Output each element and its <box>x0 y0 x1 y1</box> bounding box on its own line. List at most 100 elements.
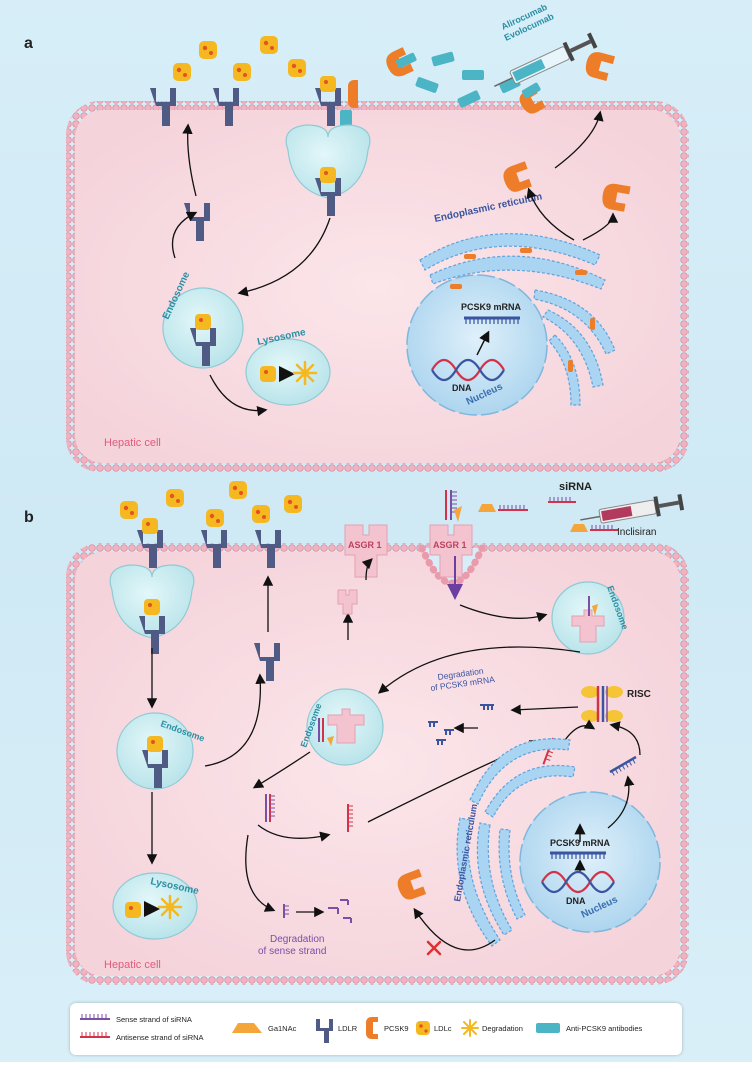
degradation-icon <box>157 894 183 920</box>
arrow <box>209 374 268 417</box>
risc-label: RISC <box>627 689 651 700</box>
ldlc-icon <box>166 489 184 507</box>
pcsk9-icon <box>602 183 631 212</box>
antibody-bound-icon <box>395 52 417 69</box>
galnac-in-endosome <box>592 604 598 616</box>
dna-a-label: DNA <box>452 383 472 393</box>
pcsk9-icon <box>585 52 616 82</box>
dna-helix-b <box>541 870 615 894</box>
sirna-free <box>478 497 618 532</box>
pcsk9-bound-icon <box>348 80 358 108</box>
endoplasmic-reticulum-b <box>456 738 576 947</box>
legend-degradation: Degradation <box>461 1019 523 1037</box>
ldlc-icon <box>288 59 306 77</box>
sirna-galnac-on-asgr <box>445 490 462 522</box>
legend-ldlr: LDLR <box>316 1019 358 1043</box>
ldlc-icon <box>206 509 224 527</box>
panel-b-letter: b <box>24 509 34 526</box>
degradation-icon <box>461 1019 479 1037</box>
ldlc-cluster-a <box>173 36 306 81</box>
legend-antibodies: Anti-PCSK9 antibodies <box>536 1023 643 1033</box>
arrow <box>609 721 641 756</box>
ldlc-cluster-b <box>120 481 302 527</box>
legend-galnac-label: Ga1NAc <box>268 1024 297 1033</box>
dna-helix-a <box>431 358 505 382</box>
ldlc-icon <box>173 63 191 81</box>
ldlc-icon <box>142 518 158 534</box>
invagination-membrane <box>418 544 486 587</box>
antibody-bound-icon <box>340 110 352 128</box>
hepatic-cell-a-body <box>75 110 680 463</box>
ldlc-icon <box>195 314 211 330</box>
pcsk9-icon-blocked <box>397 868 427 900</box>
galnac-in-endosome <box>327 736 334 746</box>
ldlc-icon <box>284 495 302 513</box>
legend-ldlc-label: LDLc <box>434 1024 452 1033</box>
asgr1-in-endosome <box>327 708 365 744</box>
ldlr-receptor <box>142 750 168 788</box>
legend-antibodies-label: Anti-PCSK9 antibodies <box>566 1024 643 1033</box>
panel-b: b Hepatic cell Endosome L <box>24 481 689 985</box>
nucleus-b <box>519 791 661 933</box>
arrow <box>237 217 331 297</box>
ldlc-icon <box>147 736 163 752</box>
ldlc-icon <box>320 76 336 92</box>
ldlc-icon <box>125 902 141 918</box>
legend-galnac: Ga1NAc <box>232 1023 297 1033</box>
legend-sense-label: Sense strand of siRNA <box>116 1015 192 1024</box>
degradation-icon <box>292 360 318 386</box>
asgr1-label: ASGR 1 <box>433 540 467 550</box>
asgr1-receptor-right: ASGR 1 <box>429 524 473 578</box>
panel-a: a Hepatic cell Endosome <box>24 2 689 472</box>
ldlc-icon <box>233 63 251 81</box>
pcsk9-mrna-a <box>464 316 520 324</box>
panel-a-letter: a <box>24 35 33 52</box>
ldlc-icon <box>120 501 138 519</box>
block-x-icon <box>426 940 442 956</box>
pcsk9-mrna-b <box>550 851 606 859</box>
legend-pcsk9: PCSK9 <box>366 1017 409 1039</box>
arrow <box>257 824 331 842</box>
legend: Sense strand of siRNA Antisense strand o… <box>70 1003 682 1055</box>
legend-antisense-label: Antisense strand of siRNA <box>116 1033 204 1042</box>
ldlc-icon <box>199 41 217 59</box>
mrna-fragments <box>428 704 494 745</box>
mrna-a-label: PCSK9 mRNA <box>461 302 522 312</box>
degradation-sense-line1: Degradation <box>270 934 324 945</box>
pcsk9-in-er <box>450 248 595 372</box>
antibody-bound-icon <box>521 82 541 99</box>
hepatic-cell-a-label: Hepatic cell <box>104 437 161 449</box>
ldlr-receptor <box>190 328 216 366</box>
endoplasmic-reticulum-a <box>419 233 616 406</box>
ldlr-receptor <box>201 530 227 568</box>
arrow <box>204 673 266 767</box>
ldlr-receptor-recycling <box>184 203 210 241</box>
mrna-b-label: PCSK9 mRNA <box>550 838 611 848</box>
ldlc-icon <box>260 36 278 54</box>
ldlc-icon <box>144 599 160 615</box>
dna-b-label: DNA <box>566 896 586 906</box>
hepatic-cell-b-label: Hepatic cell <box>104 959 161 971</box>
ldlr-receptor <box>255 530 281 568</box>
legend-degradation-label: Degradation <box>482 1024 523 1033</box>
arrow <box>361 558 373 581</box>
ldlr-receptor <box>315 178 341 216</box>
ldlc-icon <box>252 505 270 523</box>
arrow <box>510 704 579 715</box>
ldlc-icon <box>320 167 336 183</box>
arrow <box>526 187 575 241</box>
arrow <box>245 834 276 912</box>
legend-pcsk9-label: PCSK9 <box>384 1024 409 1033</box>
arrow <box>182 123 197 197</box>
arrow <box>554 110 604 169</box>
drug-b-label: Inclisiran <box>617 527 656 538</box>
syringe-icon-a <box>494 32 598 87</box>
pcsk9-mrna-exported <box>609 755 637 776</box>
arrow <box>171 211 198 259</box>
arrow <box>582 212 619 241</box>
arrow <box>413 907 496 951</box>
ldlr-receptor <box>139 616 165 654</box>
legend-ldlr-label: LDLR <box>338 1024 358 1033</box>
